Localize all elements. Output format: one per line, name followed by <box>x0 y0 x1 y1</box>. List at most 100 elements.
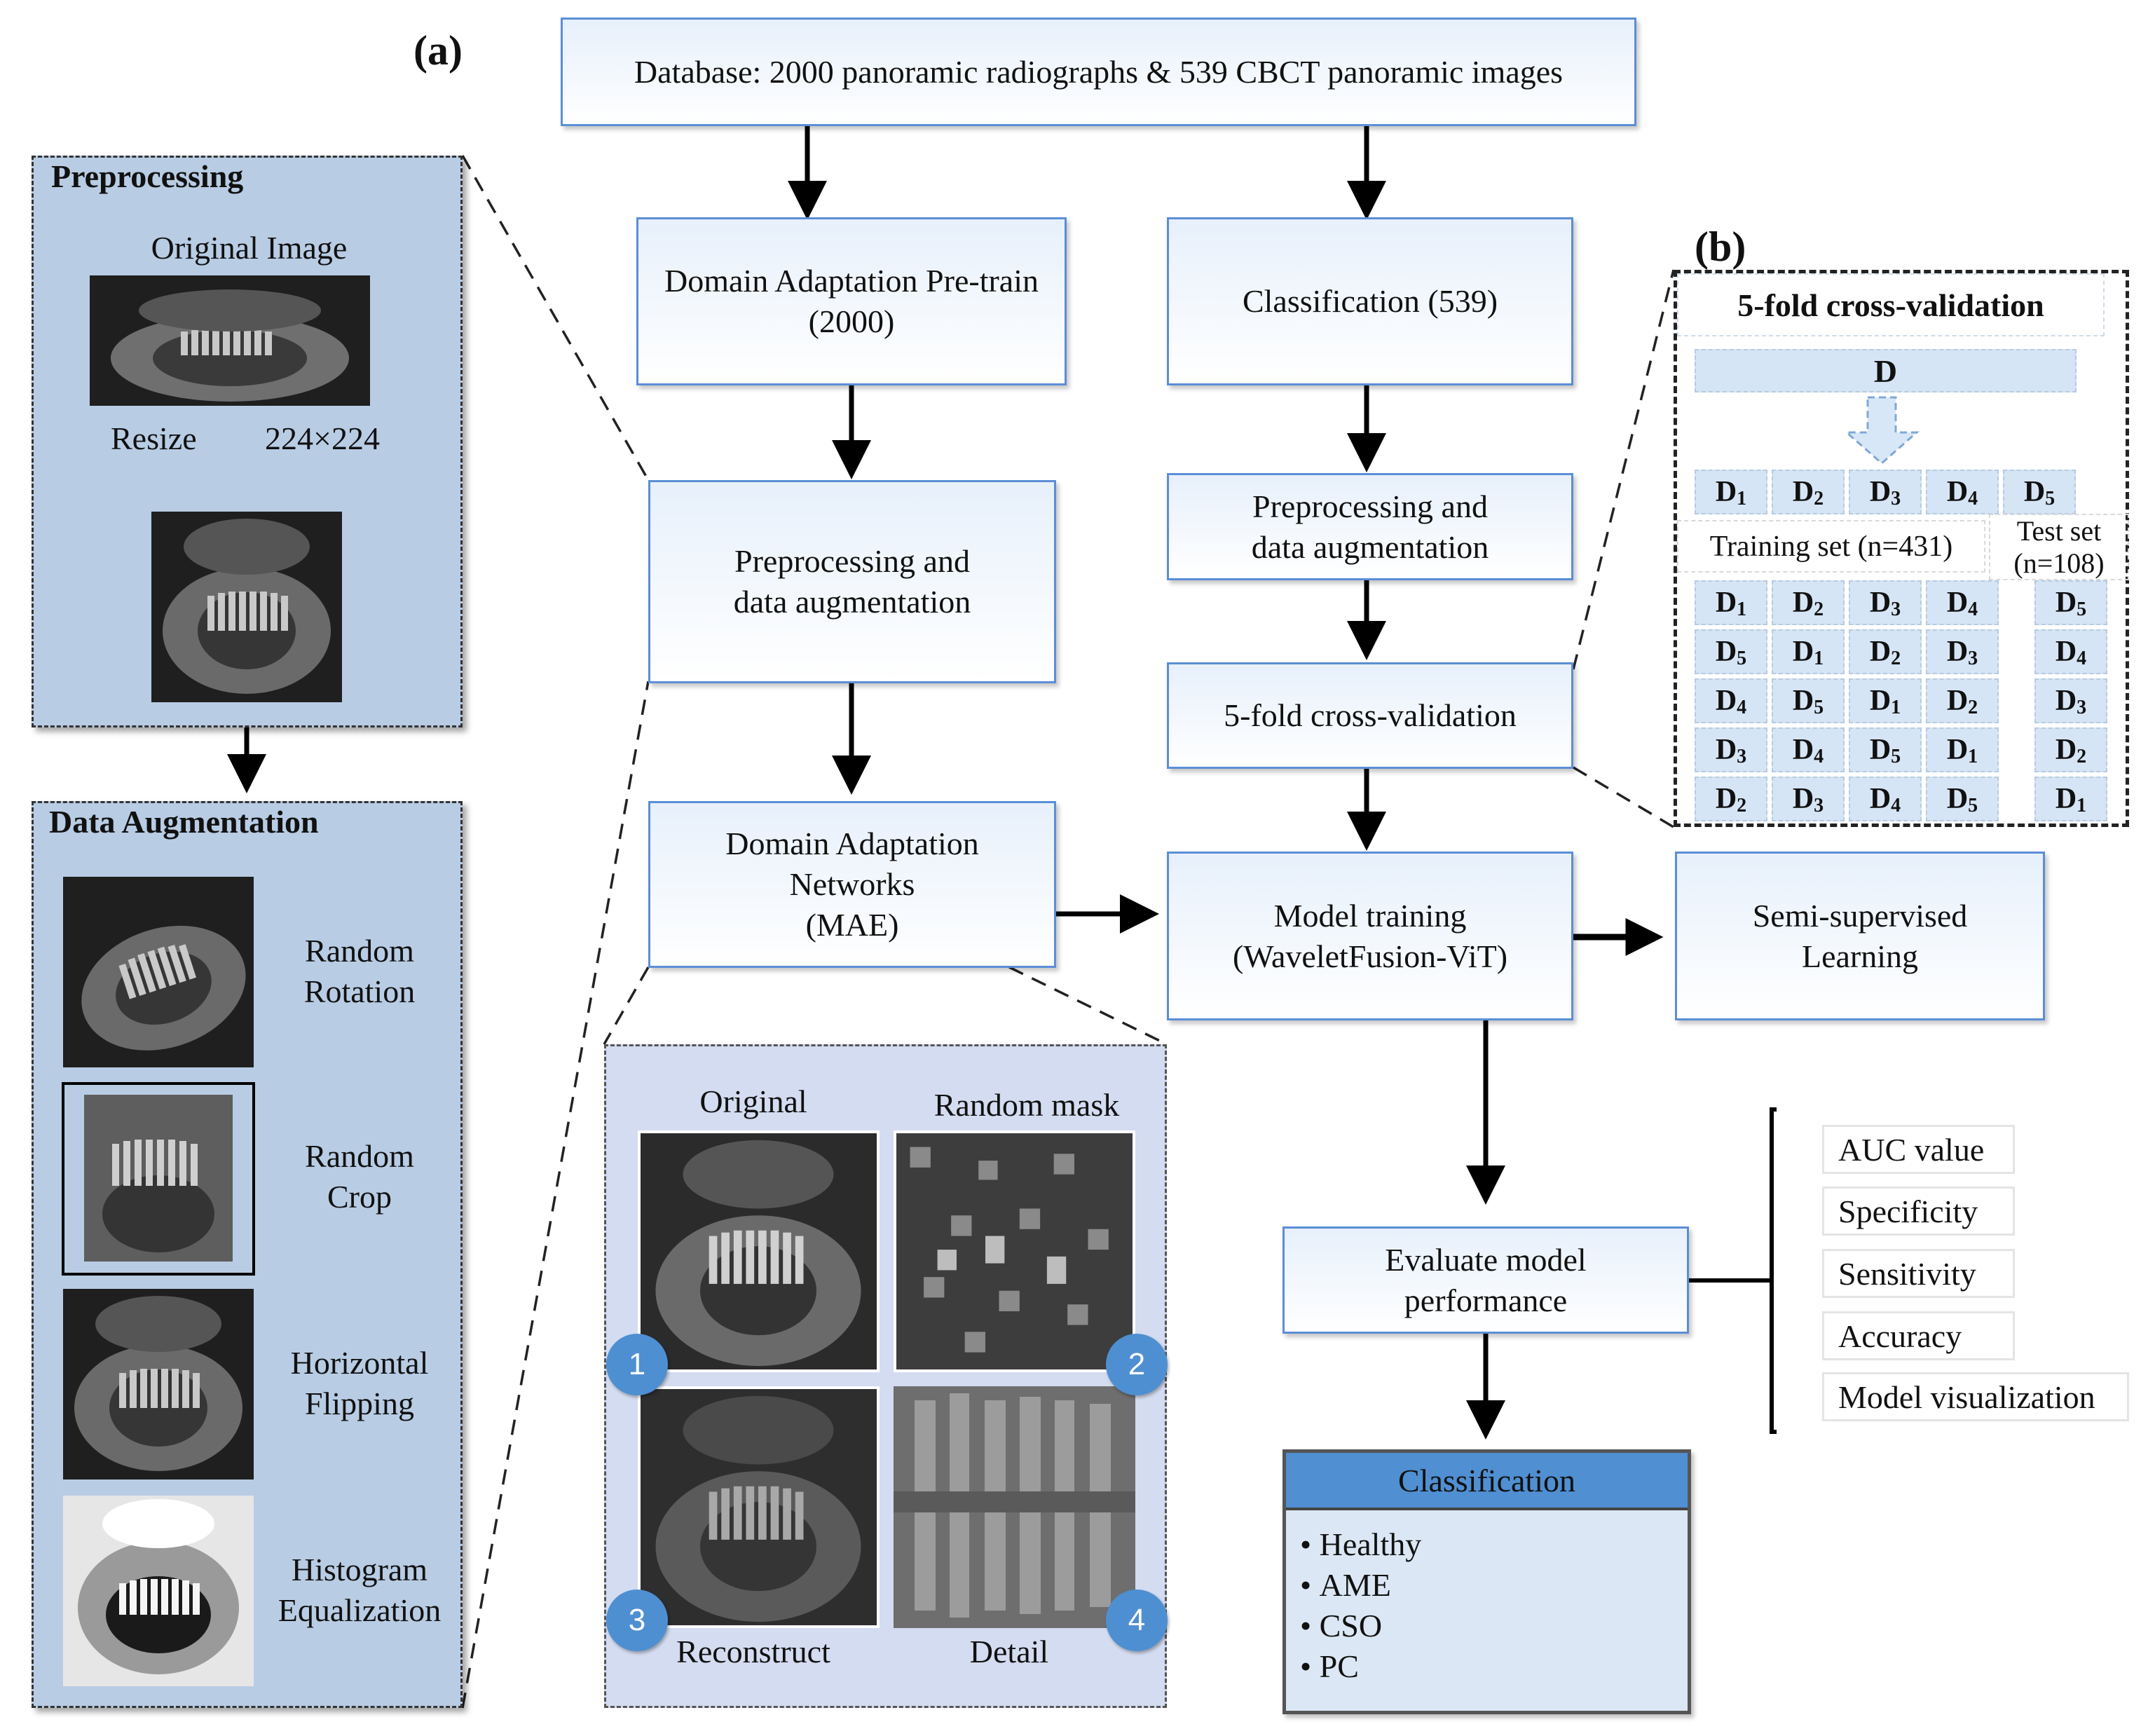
pretrain-box: Domain Adaptation Pre-train (2000) <box>636 217 1067 385</box>
mae-line1: Domain Adaptation <box>725 826 979 861</box>
preproc-left-line1: Preprocessing and <box>734 543 970 579</box>
mae-original-image <box>638 1130 880 1372</box>
preproc-right-box: Preprocessing and data augmentation <box>1167 473 1573 580</box>
mae-box: Domain Adaptation Networks (MAE) <box>648 801 1056 968</box>
training-set-label: Training set (n=431) <box>1677 520 1985 573</box>
mae-label-mask: Random mask <box>933 1087 1120 1123</box>
zoom-line-pre-top <box>461 155 650 481</box>
semi-supervised-box: Semi-supervised Learning <box>1675 852 2045 1020</box>
original-image-label: Original Image <box>151 230 348 266</box>
size-label: 224×224 <box>265 421 380 456</box>
model-training-box: Model training (WaveletFusion-ViT) <box>1167 852 1573 1020</box>
classification-box: Classification (539) <box>1167 217 1573 385</box>
mae-line2: Networks <box>789 866 915 902</box>
augmentation-title: Data Augmentation <box>49 804 319 840</box>
crossval-d: D <box>1695 349 2077 392</box>
test-set-label: Test set(n=108) <box>1989 514 2129 580</box>
mae-reconstruct-image <box>638 1386 880 1628</box>
class-item: • CSO <box>1300 1608 1383 1643</box>
preproc-right-line2: data augmentation <box>1251 528 1489 565</box>
mae-mask-image <box>894 1130 1135 1372</box>
badge-1: 1 <box>606 1334 668 1395</box>
resized-xray-image <box>151 512 342 702</box>
class-item: • PC <box>1300 1648 1359 1684</box>
metric-visualization: Model visualization <box>1822 1372 2129 1421</box>
badge-4: 4 <box>1106 1590 1168 1651</box>
database-text: Database: 2000 panoramic radiographs & 5… <box>634 53 1564 90</box>
zoom-line-mae-right <box>1008 966 1168 1046</box>
semi-line1: Semi-supervised <box>1752 897 1968 934</box>
preproc-left-line2: data augmentation <box>733 584 971 620</box>
metric-accuracy: Accuracy <box>1822 1311 2015 1360</box>
mae-detail-image <box>894 1386 1135 1628</box>
cv-text: 5-fold cross-validation <box>1224 697 1517 733</box>
class-item: • Healthy <box>1300 1526 1422 1562</box>
mae-label-reconstruct: Reconstruct <box>676 1634 830 1669</box>
mae-label-original: Original <box>699 1084 807 1119</box>
pretrain-line1: Domain Adaptation Pre-train <box>664 263 1039 299</box>
mae-label-detail: Detail <box>969 1634 1049 1669</box>
original-xray-image <box>90 275 370 406</box>
database-box: Database: 2000 panoramic radiographs & 5… <box>561 18 1636 126</box>
panel-label-a: (a) <box>413 27 463 74</box>
panel-label-b: (b) <box>1695 224 1746 270</box>
preprocessing-title: Preprocessing <box>51 158 244 194</box>
preproc-left-box: Preprocessing and data augmentation <box>648 480 1056 683</box>
badge-3: 3 <box>606 1590 668 1651</box>
crossval-title: 5-fold cross-validation <box>1677 273 2105 336</box>
preproc-right-line1: Preprocessing and <box>1252 488 1488 524</box>
semi-line2: Learning <box>1801 938 1919 974</box>
crop-frame <box>62 1082 255 1276</box>
model-training-line2: (WaveletFusion-ViT) <box>1232 938 1508 974</box>
down-arrow-icon <box>1844 396 1920 465</box>
evaluate-line2: performance <box>1404 1282 1568 1318</box>
classes-list: • Healthy • AME • CSO • PC <box>1286 1510 1688 1687</box>
model-training-line1: Model training <box>1273 897 1467 934</box>
crop-image <box>84 1095 233 1262</box>
evaluate-box: Evaluate model performance <box>1282 1226 1689 1334</box>
classes-box: Classification • Healthy • AME • CSO • P… <box>1282 1449 1691 1714</box>
classification-text: Classification (539) <box>1242 283 1498 319</box>
zoom-line-cv-top <box>1572 269 1675 670</box>
metric-auc: AUC value <box>1822 1125 2015 1174</box>
histogram-image <box>63 1496 254 1686</box>
preprocessing-panel: Preprocessing Original Image Resize 224×… <box>32 156 463 727</box>
evaluate-line1: Evaluate model <box>1385 1241 1587 1278</box>
mae-detail-panel: Original Random mask 1 2 3 4 Reconstruct… <box>604 1044 1168 1708</box>
classes-header: Classification <box>1286 1453 1688 1510</box>
metric-specificity: Specificity <box>1822 1187 2015 1236</box>
zoom-line-cv-bottom <box>1573 766 1674 828</box>
flip-image <box>63 1289 254 1479</box>
class-item: • AME <box>1300 1567 1391 1603</box>
